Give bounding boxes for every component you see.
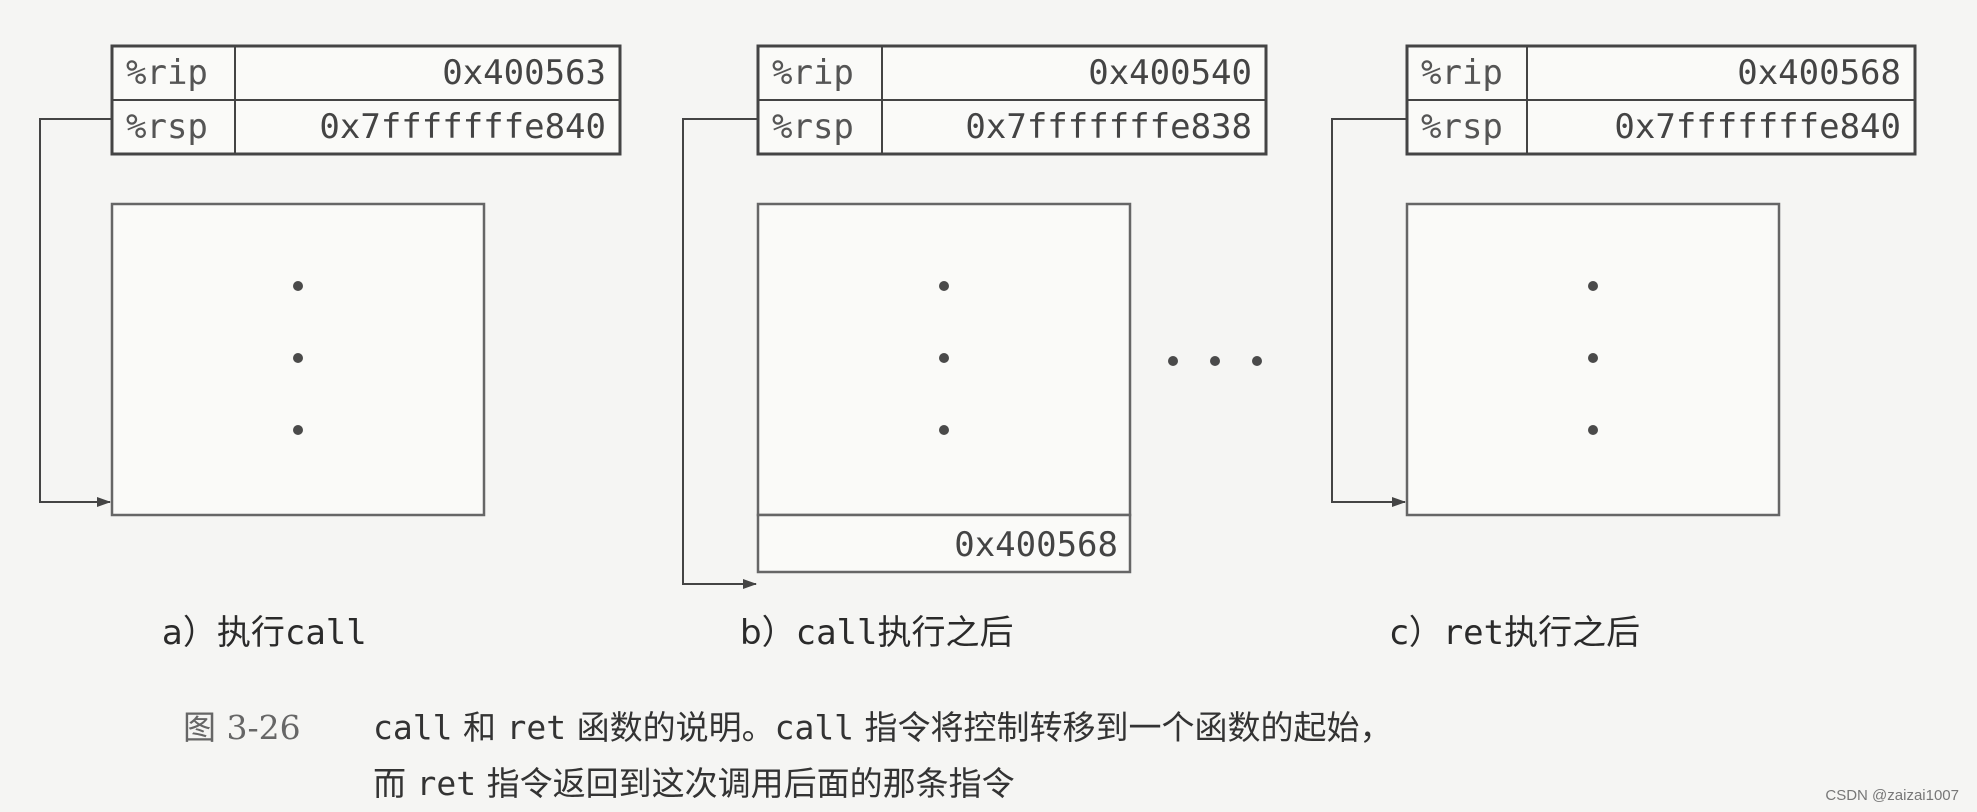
figure-caption-line2: 而 ret 指令返回到这次调用后面的那条指令 [373, 764, 1015, 803]
stack-ellipsis-dot [939, 281, 949, 291]
rsp-value: 0x7fffffffe840 [319, 107, 606, 147]
watermark: CSDN @zaizai1007 [1825, 787, 1959, 804]
between-panels-ellipsis [1168, 356, 1262, 366]
caption-b: b）call执行之后 [740, 613, 1014, 653]
rip-label: %rip [1421, 53, 1503, 93]
ellipsis-dot [1168, 356, 1178, 366]
rsp-pointer-arrow [682, 118, 758, 589]
stack-ellipsis-dot [1588, 281, 1598, 291]
rip-value: 0x400568 [1737, 53, 1901, 93]
rsp-pointer-arrow [39, 118, 112, 507]
rsp-value: 0x7fffffffe840 [1614, 107, 1901, 147]
stack-ellipsis-dot [1588, 353, 1598, 363]
caption-c: c）ret执行之后 [1390, 613, 1641, 653]
rsp-label: %rsp [126, 107, 208, 147]
panel-a: %rip 0x400563 %rsp 0x7fffffffe840 [39, 44, 622, 517]
stack-ellipsis-dot [293, 281, 303, 291]
stack-ellipsis-dot [939, 353, 949, 363]
ellipsis-dot [1252, 356, 1262, 366]
rip-label: %rip [772, 53, 854, 93]
rip-label: %rip [126, 53, 208, 93]
panel-b: %rip 0x400540 %rsp 0x7fffffffe838 0x400568 [682, 44, 1268, 589]
caption-a: a）执行call [162, 613, 367, 653]
stack-ellipsis-dot [293, 353, 303, 363]
rsp-value: 0x7fffffffe838 [965, 107, 1252, 147]
ellipsis-dot [1210, 356, 1220, 366]
pushed-return-address: 0x400568 [954, 525, 1118, 565]
rip-value: 0x400563 [442, 53, 606, 93]
stack-ellipsis-dot [939, 425, 949, 435]
rsp-pointer-arrow [1331, 118, 1407, 507]
rip-value: 0x400540 [1088, 53, 1252, 93]
panel-c: %rip 0x400568 %rsp 0x7fffffffe840 [1331, 44, 1917, 517]
figure-label: 图 3-26 [183, 708, 301, 747]
stack-ellipsis-dot [293, 425, 303, 435]
rsp-label: %rsp [772, 107, 854, 147]
pushed-return-address-cell [756, 513, 1132, 574]
rsp-label: %rsp [1421, 107, 1503, 147]
stack-ellipsis-dot [1588, 425, 1598, 435]
